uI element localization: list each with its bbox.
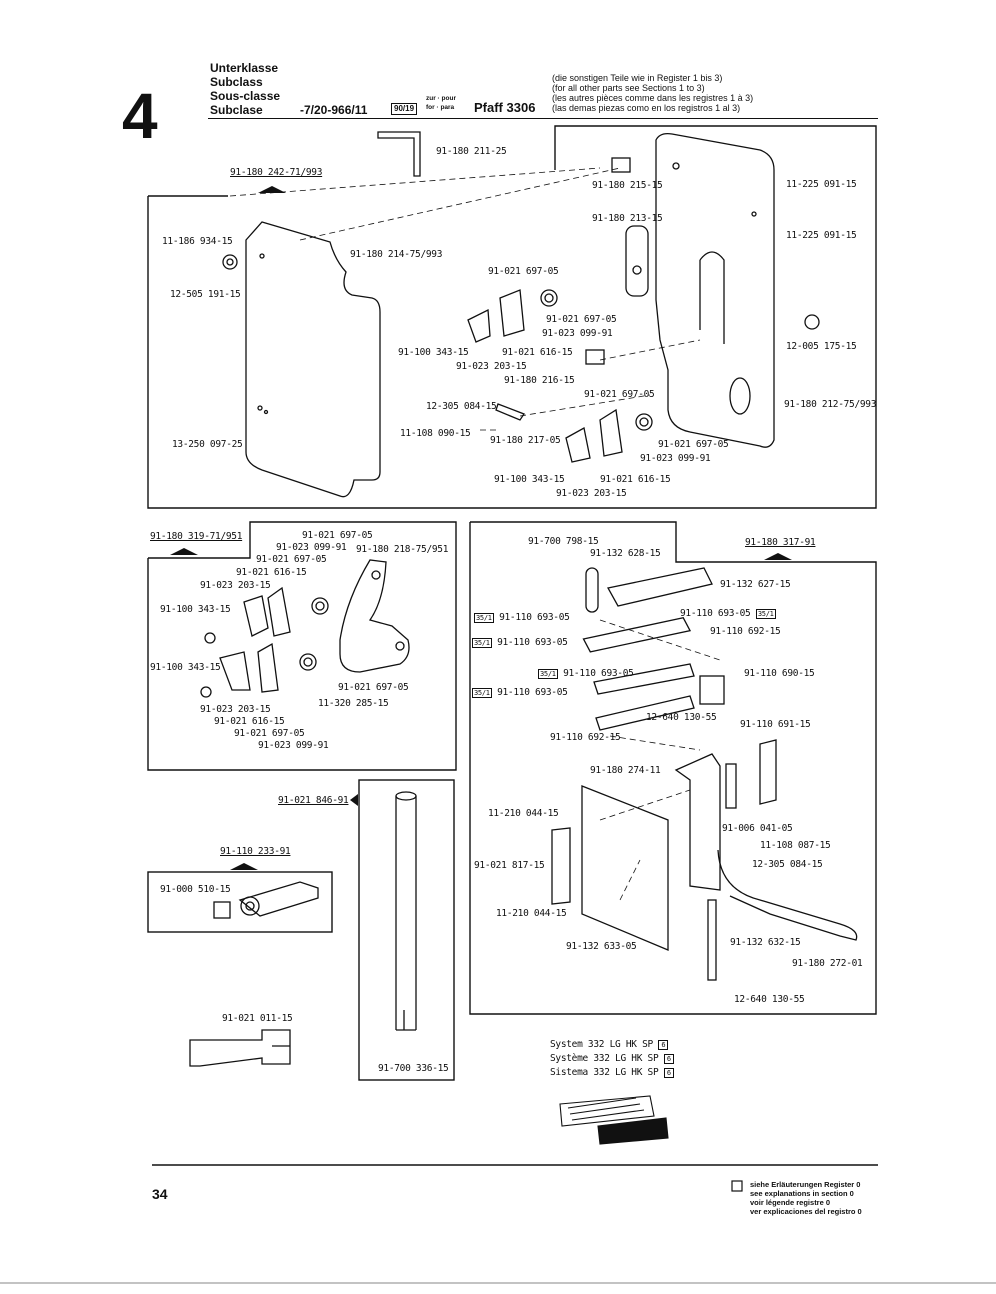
part-label: 91-023 203-15 — [200, 580, 271, 591]
part-label: 91-180 213-15 — [592, 213, 663, 224]
part-label: 11-186 934-15 — [162, 236, 233, 247]
part-label: 91-132 628-15 — [590, 548, 661, 559]
part-label: 91-700 798-15 — [528, 536, 599, 547]
part-label: 91-021 697-05 — [256, 554, 327, 565]
part-label: 12-305 084-15 — [752, 859, 823, 870]
part-label: 91-180 274-11 — [590, 765, 661, 776]
legend-text: siehe Erläuterungen Register 0 see expla… — [750, 1180, 862, 1216]
part-label: 91-021 616-15 — [236, 567, 307, 578]
part-label: 12-640 130-55 — [734, 994, 805, 1005]
part-label: 91-021 697-05 — [338, 682, 409, 693]
assembly-label-group3: 91-180 317-91 — [745, 537, 816, 548]
part-label: 12-005 175-15 — [786, 341, 857, 352]
part-label: 11-108 087-15 — [760, 840, 831, 851]
part-label-badged: 35/1 91-110 693-05 — [538, 668, 634, 679]
part-label: 91-023 099-91 — [640, 453, 711, 464]
assembly-label-group4: 91-021 846-91 — [278, 795, 349, 806]
part-label: 91-180 216-15 — [504, 375, 575, 386]
class-labels: Unterklasse Subclass Sous-classe Subclas… — [210, 61, 281, 117]
part-label: 91-180 217-05 — [490, 435, 561, 446]
part-label: 91-021 697-05 — [234, 728, 305, 739]
part-label: 91-000 510-15 — [160, 884, 231, 895]
part-label: 91-110 692-15 — [550, 732, 621, 743]
part-label: 91-023 203-15 — [456, 361, 527, 372]
header-rule — [208, 118, 878, 119]
part-label: 11-210 044-15 — [496, 908, 567, 919]
section-number: 4 — [122, 80, 158, 152]
part-label: 91-021 616-15 — [600, 474, 671, 485]
part-label: 11-225 091-15 — [786, 230, 857, 241]
part-label: 12-505 191-15 — [170, 289, 241, 300]
page-number: 34 — [152, 1186, 168, 1202]
part-label-badged: 35/1 91-110 693-05 — [474, 612, 570, 623]
model-name: Pfaff 3306 — [474, 100, 536, 115]
part-label: 91-100 343-15 — [398, 347, 469, 358]
part-label: 91-021 616-15 — [502, 347, 573, 358]
part-label: 91-023 099-91 — [258, 740, 329, 751]
part-label: 91-180 272-01 — [792, 958, 863, 969]
part-label: 91-180 218-75/951 — [356, 544, 449, 555]
part-label: 91-100 343-15 — [494, 474, 565, 485]
preposition: zur · pour for · para — [426, 95, 456, 111]
part-label: 91-180 214-75/993 — [350, 249, 443, 260]
needle-system-list: System 332 LG HK SP 6 Système 332 LG HK … — [550, 1038, 674, 1080]
part-label: 91-021 697-05 — [302, 530, 373, 541]
part-label: 91-132 633-05 — [566, 941, 637, 952]
part-label: 91-023 203-15 — [200, 704, 271, 715]
header-notes: (die sonstigen Teile wie in Register 1 b… — [552, 73, 754, 113]
part-label: 91-006 041-05 — [722, 823, 793, 834]
part-label: 91-110 691-15 — [740, 719, 811, 730]
part-label: 13-250 097-25 — [172, 439, 243, 450]
part-label: 91-021 697-05 — [546, 314, 617, 325]
assembly-label-group2: 91-180 319-71/951 — [150, 531, 243, 542]
class-code: -7/20-966/11 — [300, 103, 368, 117]
part-label: 91-180 215-15 — [592, 180, 663, 191]
part-label: 12-305 084-15 — [426, 401, 497, 412]
part-label: 91-021 697-05 — [584, 389, 655, 400]
assembly-label-group1: 91-180 242-71/993 — [230, 167, 323, 178]
part-label: 91-180 211-25 — [436, 146, 507, 157]
part-label: 91-021 697-05 — [658, 439, 729, 450]
part-label: 91-132 632-15 — [730, 937, 801, 948]
part-label: 11-210 044-15 — [488, 808, 559, 819]
part-label: 91-180 212-75/993 — [784, 399, 877, 410]
part-label-badged: 91-110 693-05 35/1 — [680, 608, 776, 619]
part-label-badged: 35/1 91-110 693-05 — [472, 637, 568, 648]
part-label: 11-225 091-15 — [786, 179, 857, 190]
part-label: 91-021 817-15 — [474, 860, 545, 871]
part-label: 91-100 343-15 — [160, 604, 231, 615]
part-label: 11-320 285-15 — [318, 698, 389, 709]
part-label: 91-021 011-15 — [222, 1013, 293, 1024]
part-label-badged: 35/1 91-110 693-05 — [472, 687, 568, 698]
part-label: 91-021 697-05 — [488, 266, 559, 277]
part-label: 91-110 692-15 — [710, 626, 781, 637]
part-label: 91-100 343-15 — [150, 662, 221, 673]
part-label: 91-021 616-15 — [214, 716, 285, 727]
part-label: 91-110 690-15 — [744, 668, 815, 679]
part-label: 91-023 099-91 — [276, 542, 347, 553]
part-label: 12-640 130-55 — [646, 712, 717, 723]
part-label: 91-023 203-15 — [556, 488, 627, 499]
part-label: 11-108 090-15 — [400, 428, 471, 439]
assembly-label-group5: 91-110 233-91 — [220, 846, 291, 857]
part-label: 91-132 627-15 — [720, 579, 791, 590]
code-badge: 90/19 — [391, 103, 418, 115]
part-label: 91-700 336-15 — [378, 1063, 449, 1074]
part-label: 91-023 099-91 — [542, 328, 613, 339]
